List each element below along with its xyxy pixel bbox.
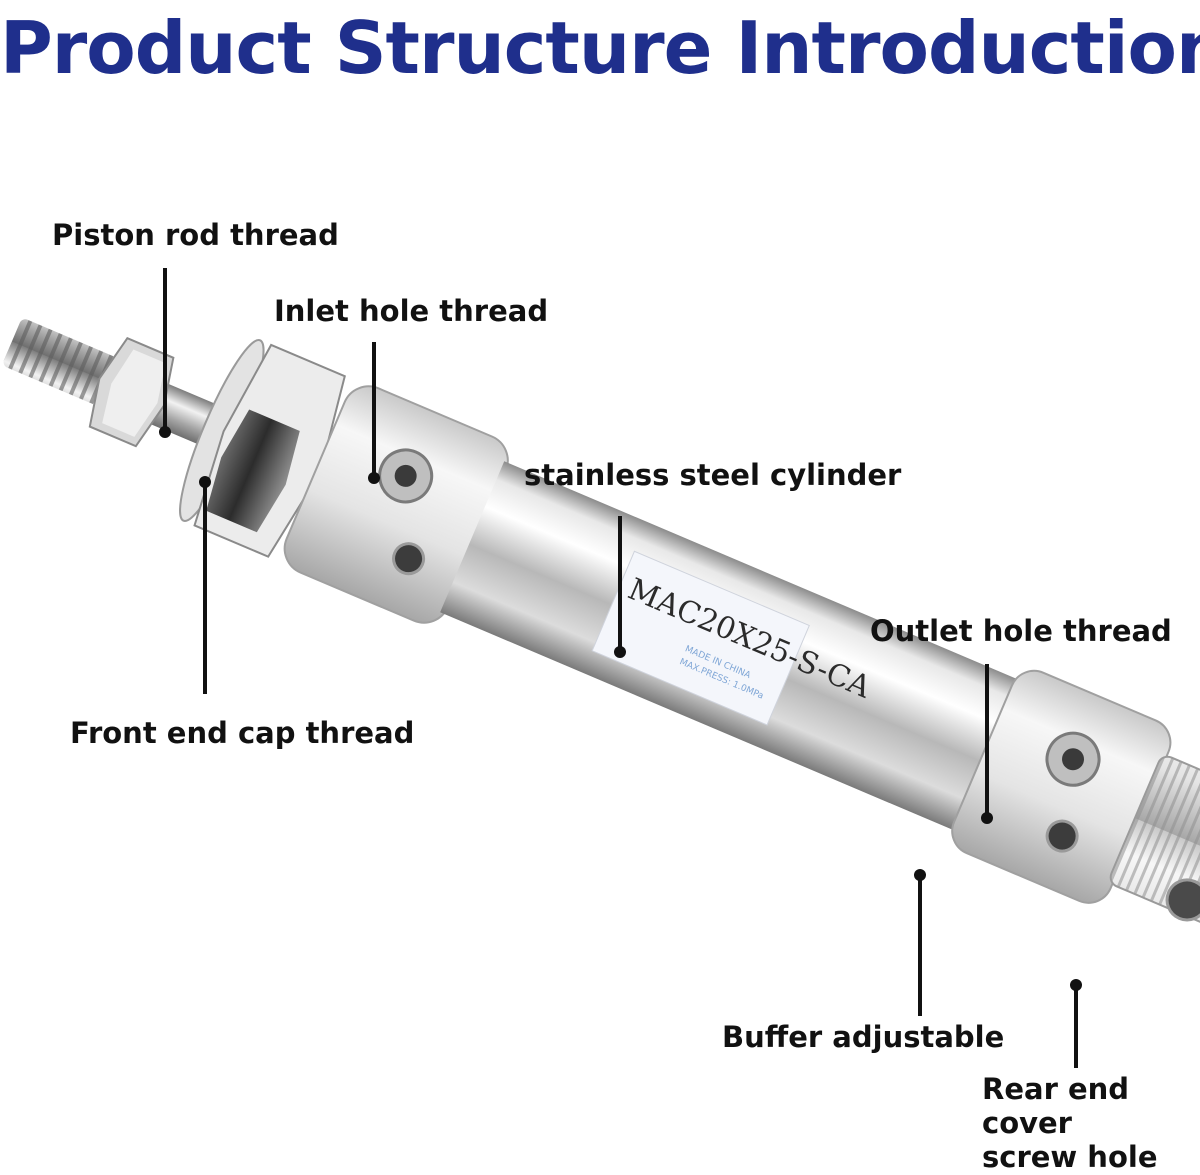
piston-rod-threaded-end — [3, 319, 122, 407]
leader-dot-front-end-cap-thread — [199, 476, 211, 488]
callout-inlet-hole-thread: Inlet hole thread — [274, 294, 549, 328]
cylinder-diagram: MAC20X25-S-CA MADE IN CHINA MAX.PRESS: 1… — [3, 268, 1200, 1068]
callout-buffer-adjustable: Buffer adjustable — [722, 1020, 1005, 1054]
leader-dot-stainless-steel-cylinder — [614, 646, 626, 658]
front-hex-nut-dark-face — [206, 409, 300, 533]
leader-dot-rear-end-cover-screw-hole — [1070, 979, 1082, 991]
rod-nut-face — [102, 349, 166, 437]
front-buffer-screw — [392, 542, 426, 576]
callout-piston-rod-thread: Piston rod thread — [52, 218, 339, 252]
callout-rear-end-cover-line2: screw hole — [982, 1140, 1158, 1175]
leader-dot-buffer-adjustable — [914, 869, 926, 881]
callout-outlet-hole-thread: Outlet hole thread — [870, 614, 1172, 648]
rear-cover-screw-hole — [1165, 878, 1200, 922]
rear-buffer-screw — [1045, 819, 1079, 853]
leader-dot-piston-rod-thread — [159, 426, 171, 438]
pneumatic-cylinder: MAC20X25-S-CA MADE IN CHINA MAX.PRESS: 1… — [3, 319, 1200, 951]
outlet-hole-inner — [1062, 748, 1085, 771]
leader-dot-inlet-hole-thread — [368, 472, 380, 484]
callout-front-end-cap-thread: Front end cap thread — [70, 716, 415, 750]
inlet-hole-inner — [394, 464, 417, 487]
page-title: Product Structure Introduction — [0, 6, 1200, 90]
leader-lines — [159, 268, 1082, 1068]
leader-dot-outlet-hole-thread — [981, 812, 993, 824]
callout-rear-end-cover-screw-hole: Rear end cover screw hole — [982, 1072, 1200, 1175]
callout-stainless-steel-cylinder: stainless steel cylinder — [524, 458, 902, 492]
callout-rear-end-cover-line1: Rear end cover — [982, 1072, 1130, 1141]
